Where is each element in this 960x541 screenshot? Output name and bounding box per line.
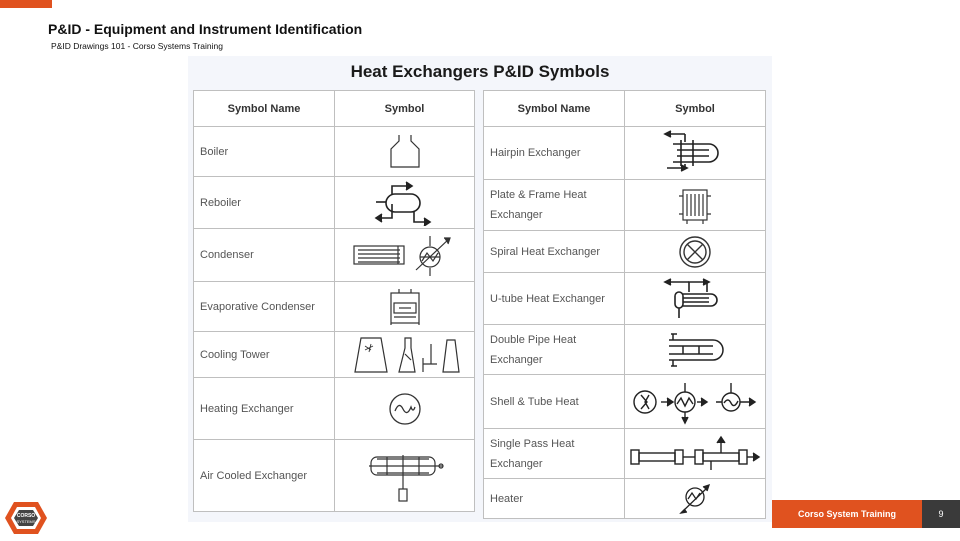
symbol-name: Heating Exchanger [193,377,335,440]
symbol-name: Heater [483,478,625,519]
table-row: Double Pipe Heat Exchanger [483,324,766,375]
single-pass-exchanger-icon [625,434,765,474]
column-header-symbol: Symbol [624,90,766,127]
air-cooled-exchanger-icon [335,445,474,507]
table-row: Cooling Tower [193,331,475,378]
condenser-icon [335,232,474,278]
footer-brand: Corso System Training [772,500,922,528]
shell-tube-exchanger-icon [625,379,765,425]
svg-text:CORSO: CORSO [17,513,35,519]
table-row: Plate & Frame Heat Exchanger [483,179,766,231]
svg-text:SYSTEMS: SYSTEMS [16,519,35,524]
cooling-tower-icon [335,334,474,376]
symbol-name: Evaporative Condenser [193,281,335,332]
symbol-name: Reboiler [193,176,335,229]
symbol-name: Shell & Tube Heat [483,374,625,429]
panel-title: Heat Exchangers P&ID Symbols [350,62,610,81]
symbols-table-right: Symbol Name Symbol Hairpin Exchanger Pla… [483,90,766,519]
table-row: Evaporative Condenser [193,281,475,332]
accent-bar [0,0,52,8]
symbol-name: Spiral Heat Exchanger [483,230,625,273]
table-row: Boiler [193,126,475,177]
table-row: Heating Exchanger [193,377,475,440]
u-tube-exchanger-icon [625,276,765,322]
symbol-name: Cooling Tower [193,331,335,378]
table-row: Reboiler [193,176,475,229]
double-pipe-exchanger-icon [625,330,765,370]
heater-icon [625,481,765,517]
symbols-table-left: Symbol Name Symbol Boiler Reboiler [193,90,475,512]
spiral-exchanger-icon [625,234,765,270]
plate-frame-exchanger-icon [625,184,765,226]
symbol-name: Plate & Frame Heat Exchanger [483,179,625,231]
hairpin-exchanger-icon [625,130,765,176]
slide-title: P&ID - Equipment and Instrument Identifi… [48,21,363,37]
table-row: Shell & Tube Heat [483,374,766,429]
table-row: Condenser [193,228,475,282]
table-row: Air Cooled Exchanger [193,439,475,512]
heating-exchanger-icon [335,389,474,429]
page-number: 9 [922,500,960,528]
symbol-name: Boiler [193,126,335,177]
symbol-name: Air Cooled Exchanger [193,439,335,512]
table-row: Heater [483,478,766,519]
boiler-icon [335,133,474,171]
corso-systems-logo: CORSO SYSTEMS [4,500,48,536]
symbol-name: Hairpin Exchanger [483,126,625,180]
column-header-symbol: Symbol [334,90,475,127]
column-header-symbol-name: Symbol Name [193,90,335,127]
table-row: Hairpin Exchanger [483,126,766,180]
table-row: Spiral Heat Exchanger [483,230,766,273]
evaporative-condenser-icon [335,287,474,327]
symbol-name: U-tube Heat Exchanger [483,272,625,325]
symbol-name: Single Pass Heat Exchanger [483,428,625,479]
symbol-name: Double Pipe Heat Exchanger [483,324,625,375]
symbol-name: Condenser [193,228,335,282]
reboiler-icon [335,180,474,226]
symbols-panel: Heat Exchangers P&ID Symbols Symbol Name… [188,56,772,522]
slide-subtitle: P&ID Drawings 101 - Corso Systems Traini… [51,41,223,51]
table-row: Single Pass Heat Exchanger [483,428,766,479]
table-row: U-tube Heat Exchanger [483,272,766,325]
column-header-symbol-name: Symbol Name [483,90,625,127]
